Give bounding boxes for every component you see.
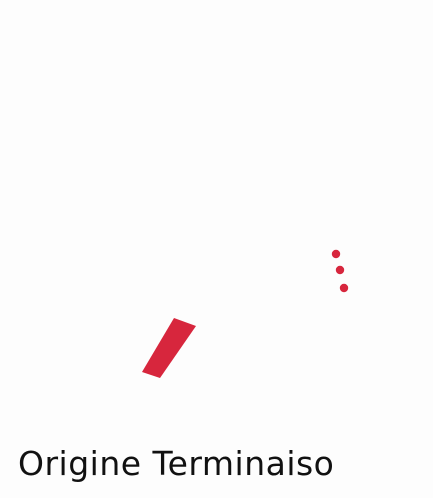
lower-ridge-line [100,285,143,332]
humerus-inner-line [290,234,370,412]
caption-label: Origine Terminaiso [18,438,433,490]
acromion-outline [95,8,314,104]
shoulder-diagram [0,0,433,430]
insertion-mark [340,284,348,292]
inner-ridge-line [102,200,148,214]
origin-mark [142,318,196,378]
humeral-head-outline [262,129,326,235]
spine-line [95,168,102,214]
insertion-mark [332,250,340,258]
insertion-mark [336,266,344,274]
humerus-outline [326,152,418,346]
glenoid-outline [246,98,269,232]
